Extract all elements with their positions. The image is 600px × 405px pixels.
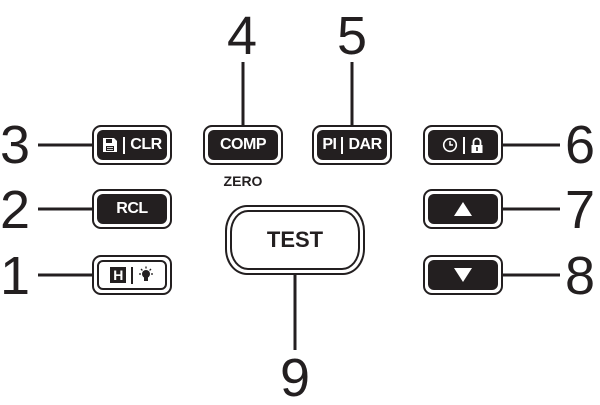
callout-1: 1	[0, 246, 31, 306]
save-icon	[103, 138, 118, 152]
test-label: TEST	[266, 227, 324, 252]
recall-button[interactable]: RCL	[92, 189, 172, 229]
zero-label: ZERO	[223, 173, 263, 189]
hold-backlight-button[interactable]: H	[92, 255, 172, 295]
separator	[123, 136, 126, 154]
callout-7: 7	[564, 180, 596, 240]
callout-8: 8	[564, 246, 596, 306]
lock-icon	[471, 137, 483, 153]
clock-icon	[442, 137, 458, 153]
dar-label: DAR	[348, 136, 382, 153]
separator	[341, 136, 344, 154]
up-arrow-icon	[454, 202, 472, 216]
separator	[463, 136, 465, 154]
callout-9: 9	[279, 348, 311, 405]
callout-3: 3	[0, 115, 31, 175]
clr-label: CLR	[130, 136, 162, 153]
comp-zero-button[interactable]: COMP	[203, 125, 283, 165]
down-button[interactable]	[423, 255, 503, 295]
timer-lock-button[interactable]	[423, 125, 503, 165]
test-button[interactable]: TEST	[225, 205, 365, 275]
callout-2: 2	[0, 180, 31, 240]
light-bulb-icon	[138, 266, 153, 281]
pi-dar-button[interactable]: PI DAR	[312, 125, 392, 165]
rcl-label: RCL	[116, 200, 148, 217]
pi-label: PI	[322, 136, 337, 153]
callout-4: 4	[226, 6, 258, 66]
comp-label: COMP	[220, 136, 267, 153]
hold-label: H	[110, 267, 126, 283]
callout-5: 5	[336, 6, 368, 66]
up-button[interactable]	[423, 189, 503, 229]
separator	[130, 266, 133, 284]
callout-6: 6	[564, 115, 596, 175]
save-clear-button[interactable]: CLR	[92, 125, 172, 165]
down-arrow-icon	[454, 268, 472, 282]
